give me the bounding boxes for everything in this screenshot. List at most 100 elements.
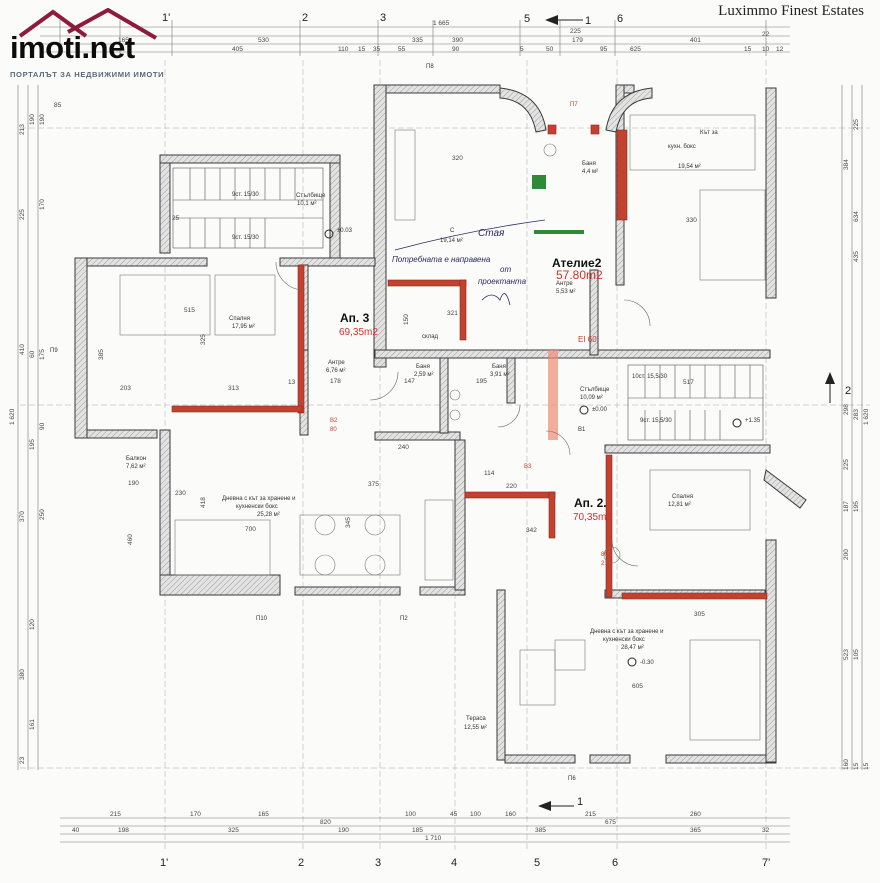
dim-label: 675	[605, 819, 616, 826]
door-tag: 80	[601, 552, 608, 558]
axis-label: 6	[612, 857, 618, 869]
house-roof-icon	[67, 8, 158, 40]
dim-label: 170	[39, 199, 46, 210]
right-dimension-lines	[841, 85, 863, 770]
dim-label: 225	[19, 209, 26, 220]
dim-label: 120	[29, 619, 36, 630]
dim-label: 320	[452, 155, 463, 162]
walls	[74, 84, 777, 764]
room-label: 10ст. 15,5/30	[632, 374, 668, 380]
level-label: ±0.03	[337, 228, 353, 234]
dim-label: 90	[452, 46, 460, 53]
watermark: Luximmo Finest Estates	[718, 3, 864, 19]
room-labels: 9ст. 15/30 Стълбище 10,1 м² 9ст. 15/30 С…	[126, 130, 718, 731]
dim-label: 190	[128, 480, 139, 487]
room-area: 3,91 м²	[490, 372, 509, 378]
room-label: Дневна с кът за хранене и	[590, 629, 663, 635]
dim-label: 321	[447, 310, 458, 317]
dim-label: 305	[694, 611, 705, 618]
door-tag: П2	[400, 616, 408, 622]
axis-label: 3	[375, 857, 381, 869]
note-line: Стая	[478, 228, 505, 239]
dim-label: 90	[39, 422, 46, 430]
red-walls	[171, 124, 768, 600]
dim-label: 12	[776, 46, 784, 53]
dim-label: 225	[570, 28, 581, 35]
dim-label: 110	[338, 46, 349, 53]
bottom-dimension-lines	[60, 817, 790, 843]
door-tag: П9	[50, 348, 58, 354]
dim-label: 385	[535, 827, 546, 834]
axis-label: 1'	[162, 12, 170, 24]
dim-label: 160	[843, 759, 850, 770]
room-label: Баня	[582, 161, 596, 167]
dim-label: 605	[632, 683, 643, 690]
room-label: кухненски бокс	[603, 637, 645, 643]
room-label: Спалня	[672, 494, 693, 500]
dim-label: 150	[403, 314, 410, 325]
dim-label: 298	[843, 404, 850, 415]
logo-subtitle: ПОРТАЛЪТ ЗА НЕДВИЖИМИ ИМОТИ	[10, 70, 165, 79]
apartment-area: 69,35m2	[339, 327, 378, 338]
door-tag: П8	[426, 64, 434, 70]
green-fixture	[532, 175, 546, 189]
dim-label: 32	[762, 827, 770, 834]
door-tag: B2	[330, 418, 338, 424]
room-area: 12,55 м²	[464, 725, 487, 731]
dim-label: 225	[853, 119, 860, 130]
note-line: Потребната е направена	[392, 255, 491, 264]
room-area: 19,54 м²	[678, 164, 701, 170]
dim-label: 700	[245, 526, 256, 533]
top-dimension-labels: 1 665 225 165 530 335 390 179 401 22 405…	[118, 20, 784, 53]
dim-label: 50	[546, 46, 554, 53]
dim-label: 165	[118, 37, 129, 44]
dim-label: 418	[200, 497, 207, 508]
room-area: 12,81 м²	[668, 502, 691, 508]
dim-label: 5	[520, 46, 524, 53]
dim-label: 380	[19, 669, 26, 680]
level-label: +1.35	[745, 418, 761, 424]
dim-label: 230	[175, 490, 186, 497]
apartment-name: Ап. 2.	[574, 496, 607, 510]
room-label: Тераса	[466, 716, 486, 722]
dim-label: 260	[690, 811, 701, 818]
dim-label: 15	[744, 46, 752, 53]
dim-label: 114	[484, 470, 495, 477]
left-dimension-labels: 213 190 190 225 170 410 60 175 90 1 620 …	[9, 114, 134, 764]
handwritten-note-text: Стая Потребната е направена от проектант…	[392, 228, 527, 286]
axis-label: 2	[302, 12, 308, 24]
axis-grid-lines	[20, 60, 870, 850]
dim-label: 25	[172, 215, 180, 222]
door-tag: П10	[256, 616, 268, 622]
dim-label: 160	[505, 811, 516, 818]
room-dimensions: 515 385 325 203 313 178 147 195 375 700 …	[54, 102, 705, 690]
dim-label: 100	[470, 811, 481, 818]
staircase-right	[627, 364, 764, 441]
dim-label: 161	[29, 719, 36, 730]
room-area: 5,53 м²	[556, 289, 575, 295]
dim-label: 634	[853, 211, 860, 222]
dim-label: 200	[843, 549, 850, 560]
dim-label: 100	[405, 811, 416, 818]
furniture	[119, 114, 766, 741]
room-label: Кът за	[700, 130, 718, 136]
dim-label: 325	[200, 334, 207, 345]
dim-label: 335	[412, 37, 423, 44]
dim-label: 190	[338, 827, 349, 834]
dim-label: 435	[853, 251, 860, 262]
room-area: 19,14 м²	[440, 238, 463, 244]
room-label: Стълбище	[580, 387, 610, 393]
room-area: 17,95 м²	[232, 324, 255, 330]
room-label: кухненски бокс	[236, 504, 278, 510]
dim-label: 401	[690, 37, 701, 44]
level-marker-icon	[579, 405, 589, 415]
room-area: 2,59 м²	[414, 372, 433, 378]
level-markers: ±0.03 ±0.00 +1.35 -0.30	[324, 228, 761, 667]
room-label: 9ст. 15,5/30	[640, 418, 672, 424]
dim-label: 190	[39, 114, 46, 125]
dim-label: 190	[29, 114, 36, 125]
top-dimension-lines	[40, 20, 790, 56]
dim-label: 385	[98, 349, 105, 360]
section-arrow-icon	[538, 801, 551, 811]
dim-label: 625	[630, 46, 641, 53]
